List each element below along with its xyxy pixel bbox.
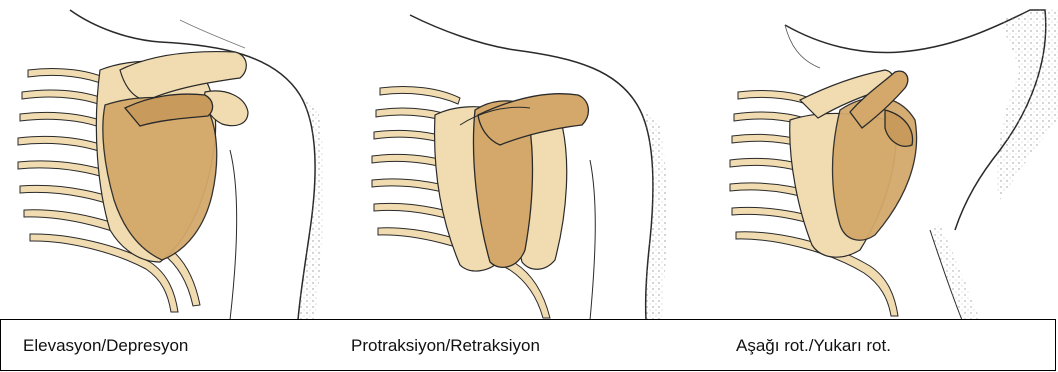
downward-upward-rotation-illustration <box>700 0 1058 320</box>
caption-elevation-depression: Elevasyon/Depresyon <box>23 336 188 356</box>
caption-protraction-retraction: Protraksiyon/Retraksiyon <box>351 336 540 356</box>
caption-downward-upward-rotation: Aşağı rot./Yukarı rot. <box>736 336 891 356</box>
protraction-retraction-illustration <box>340 0 685 320</box>
caption-row: Elevasyon/Depresyon Protraksiyon/Retraks… <box>0 319 1056 371</box>
elevation-depression-illustration <box>0 0 330 320</box>
